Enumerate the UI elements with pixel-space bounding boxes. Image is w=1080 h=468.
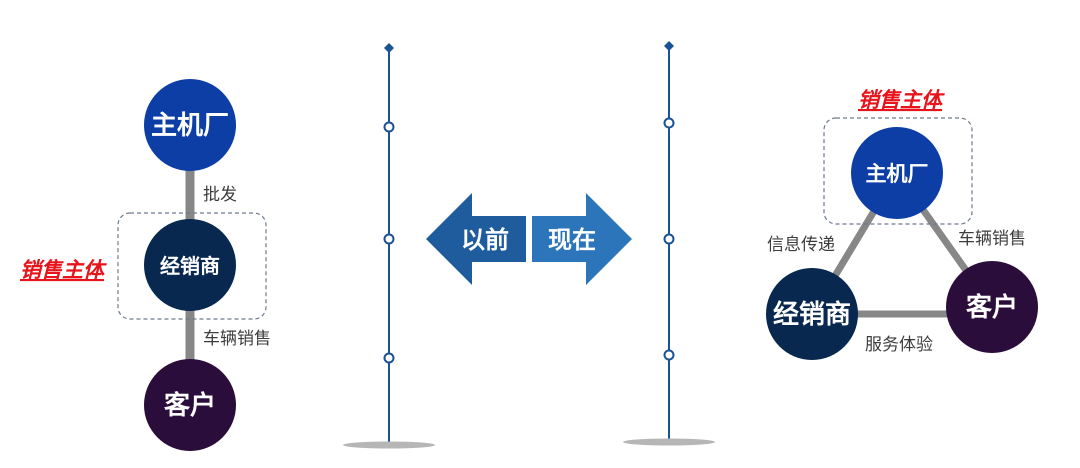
timeline-left-marker: [383, 352, 395, 364]
before-manufacturer-node: [144, 79, 236, 171]
timeline-left-marker: [383, 121, 395, 133]
after-manufacturer-label: 主机厂: [866, 162, 929, 186]
before-edge-wholesale: 批发: [203, 185, 237, 205]
before-dealer-node: [144, 219, 236, 311]
after-edge-service: 服务体验: [865, 335, 933, 355]
arrow-now-label: 现在: [548, 226, 596, 254]
timeline-right: [623, 41, 715, 446]
arrow-previous-label: 以前: [461, 226, 509, 254]
after-edge-info: 信息传递: [767, 235, 835, 255]
after-edge-vehicle-sales: 车辆销售: [958, 229, 1026, 249]
before-customer-label: 客户: [164, 390, 216, 421]
timeline-left-base: [343, 441, 435, 449]
before-edge-vehicle-sales: 车辆销售: [203, 329, 271, 349]
arrow-previous: [426, 193, 526, 285]
after-manufacturer-node: [851, 127, 943, 219]
after-panel: 主机厂 经销商 客户 信息传递 车辆销售 服务体验 销售主体: [766, 88, 1038, 360]
before-subject-box: [117, 212, 267, 320]
timeline-right-marker: [663, 117, 675, 129]
after-customer-node: [946, 261, 1038, 353]
timeline-left: [343, 43, 435, 449]
after-customer-label: 客户: [966, 292, 1018, 323]
before-sales-subject: 销售主体: [20, 258, 107, 282]
before-manufacturer-label: 主机厂: [151, 111, 229, 141]
comparison-arrows: 以前 现在: [426, 193, 632, 285]
before-customer-node: [144, 359, 236, 451]
timeline-left-marker: [383, 233, 395, 245]
timeline-left-top-diamond: [384, 43, 394, 53]
timeline-right-marker: [663, 349, 675, 361]
before-panel: 主机厂 经销商 客户 批发 车辆销售 销售主体: [20, 79, 271, 451]
arrow-now: [532, 193, 632, 285]
before-dealer-label: 经销商: [160, 254, 220, 278]
after-sales-subject: 销售主体: [858, 88, 945, 112]
after-subject-box: [823, 117, 973, 225]
after-dealer-label: 经销商: [773, 299, 851, 330]
timeline-right-marker: [663, 233, 675, 245]
timeline-right-top-diamond: [664, 41, 674, 51]
timeline-right-base: [623, 438, 715, 446]
after-dealer-node: [766, 268, 858, 360]
